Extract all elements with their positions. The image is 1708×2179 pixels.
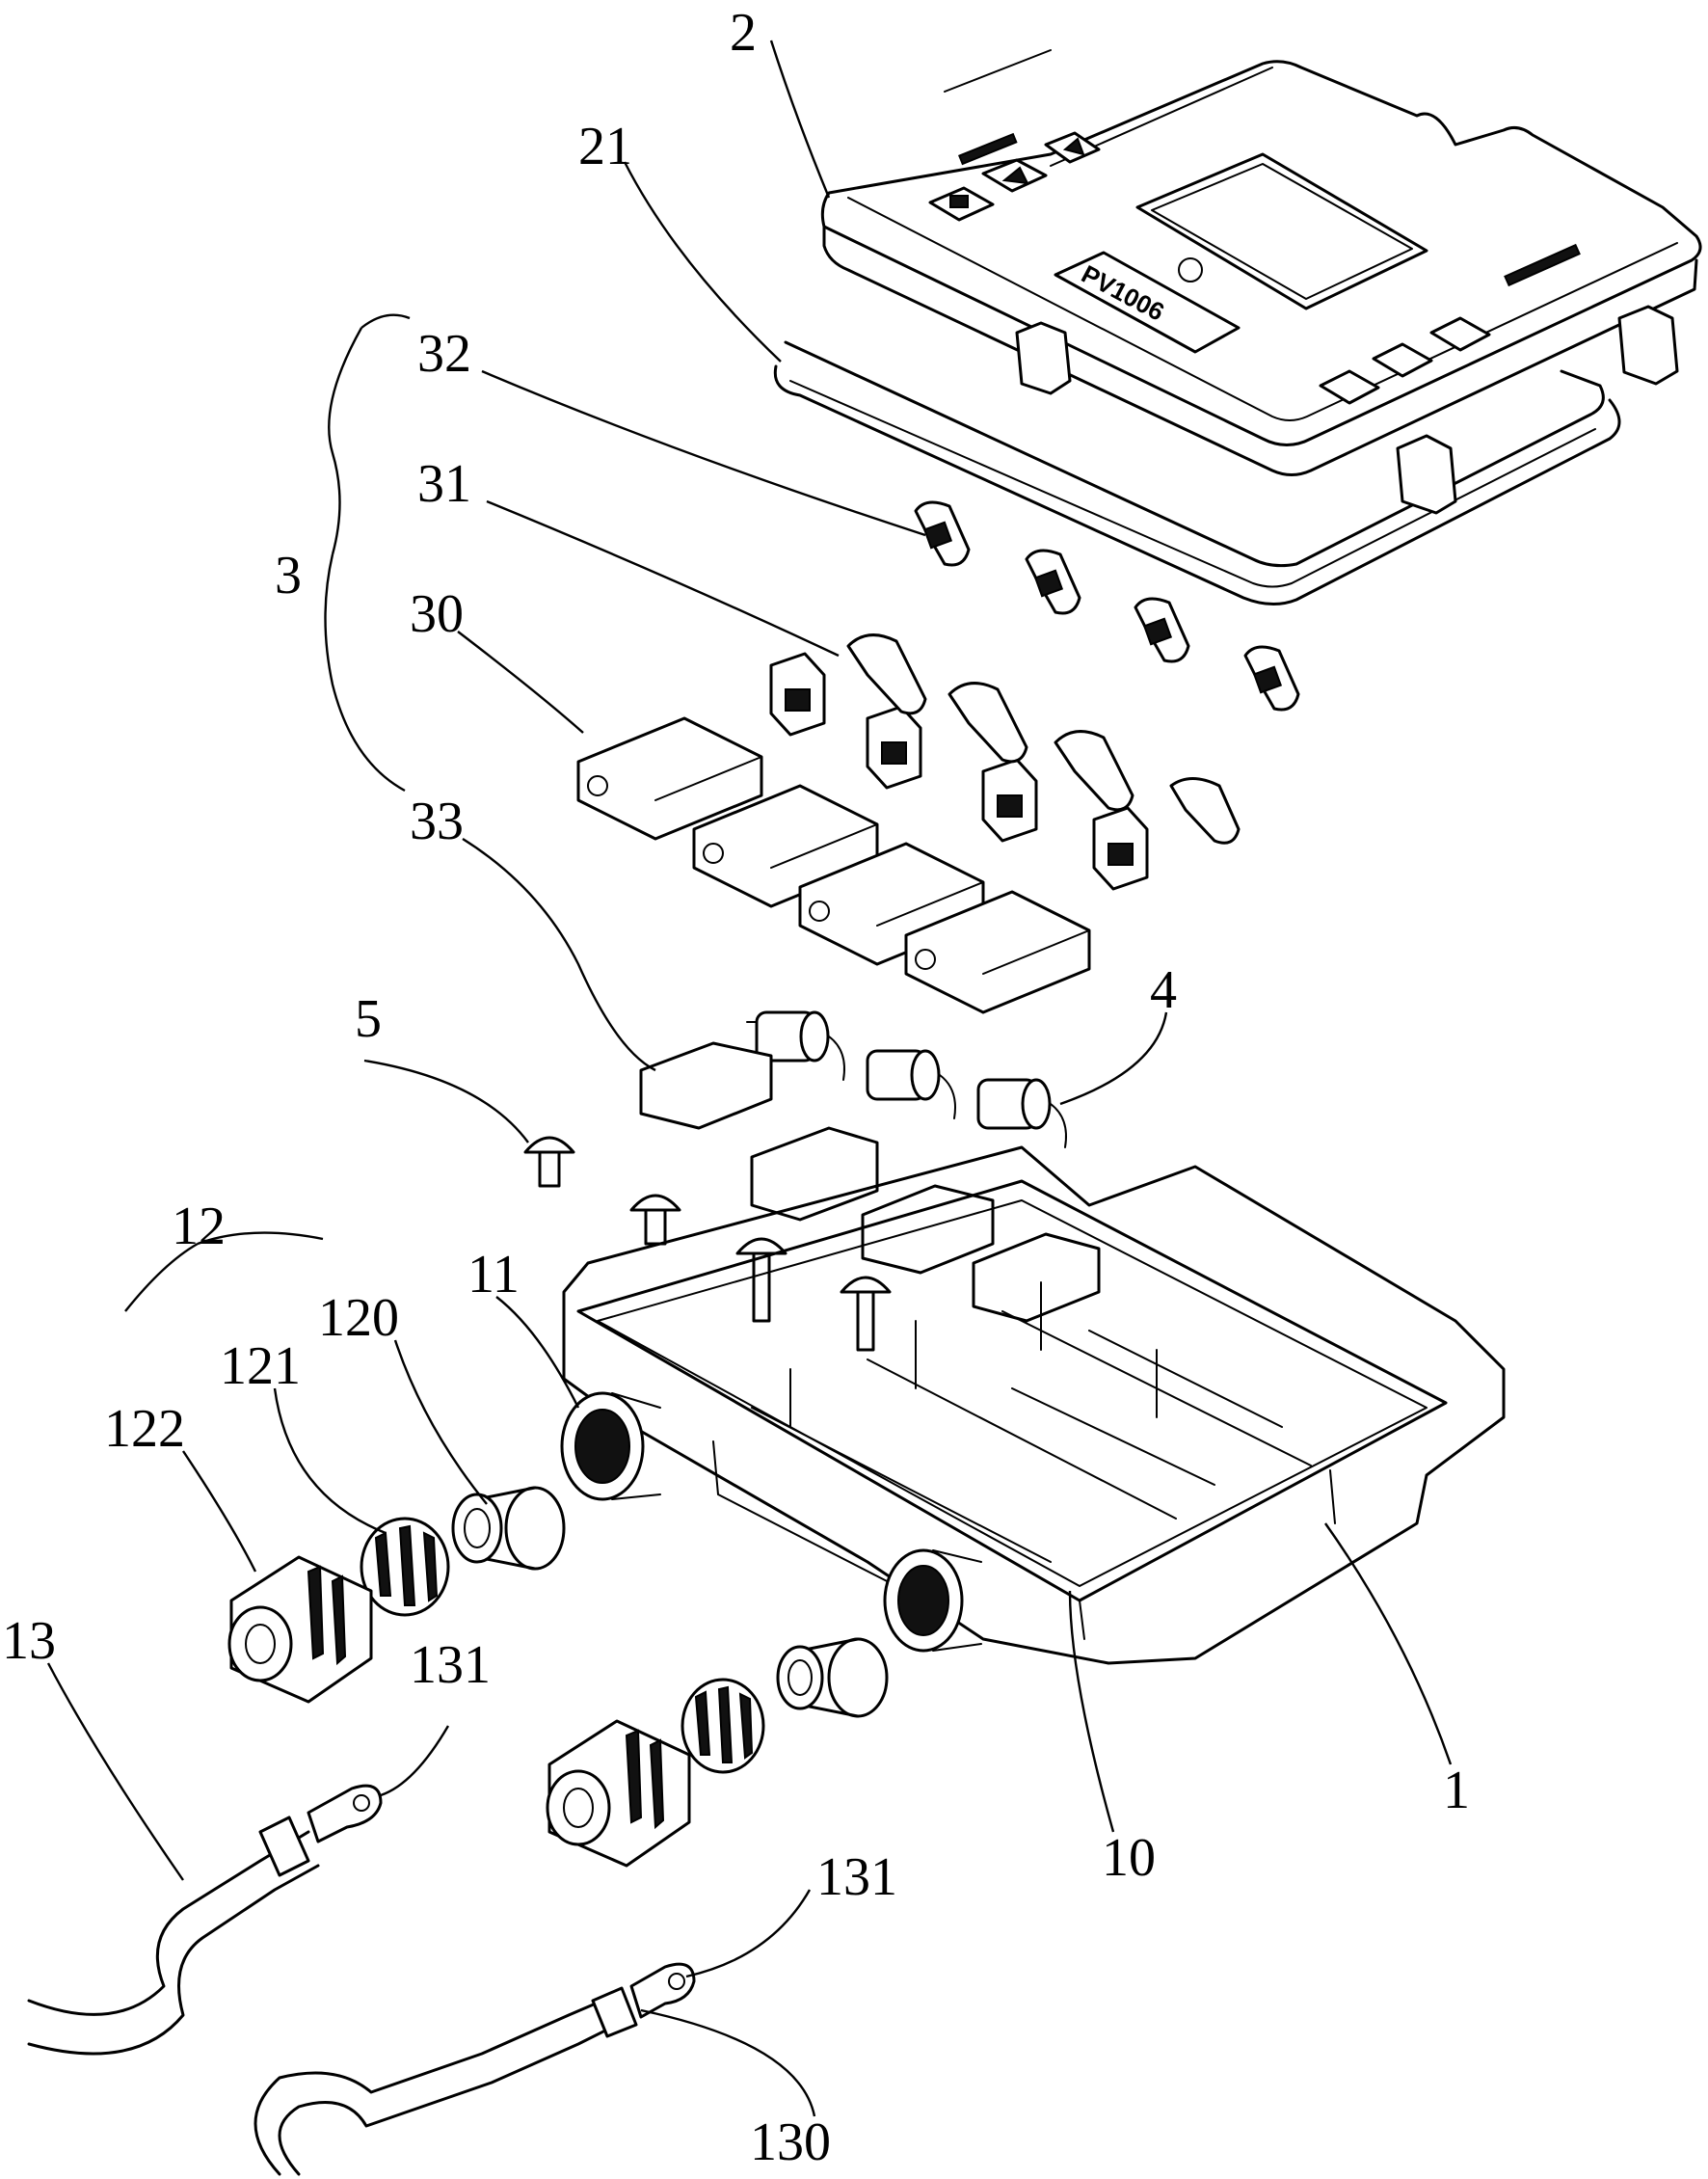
cable-gland-upper bbox=[227, 1486, 566, 1704]
label-outlet-port: 11 bbox=[467, 1245, 520, 1305]
label-gland-nut: 122 bbox=[104, 1399, 185, 1459]
housing bbox=[560, 1145, 1506, 1665]
label-housing-floor: 10 bbox=[1102, 1828, 1156, 1888]
cover: PV1006 bbox=[773, 49, 1702, 605]
label-lug-lower: 131 bbox=[816, 1847, 897, 1907]
label-gland-claw: 121 bbox=[220, 1336, 301, 1396]
diodes bbox=[746, 1010, 1067, 1148]
label-cable: 13 bbox=[2, 1611, 56, 1671]
label-screw: 5 bbox=[355, 989, 382, 1049]
label-cable-core: 130 bbox=[750, 2112, 831, 2172]
label-clip-a: 31 bbox=[417, 454, 471, 514]
label-cover: 2 bbox=[730, 3, 757, 63]
clip-row-32 bbox=[914, 500, 1300, 712]
label-cable-gland: 12 bbox=[172, 1197, 226, 1256]
label-terminal-plate: 30 bbox=[410, 584, 464, 644]
label-terminal-holder: 33 bbox=[410, 792, 464, 851]
reference-labels: 2 21 32 31 3 30 33 4 5 12 11 120 121 122… bbox=[2, 3, 1470, 2172]
label-cover-frame: 21 bbox=[578, 117, 632, 176]
label-lug-upper: 131 bbox=[410, 1635, 491, 1695]
label-housing: 1 bbox=[1443, 1761, 1470, 1820]
label-gland-seal: 120 bbox=[318, 1288, 399, 1348]
label-clip-b: 32 bbox=[417, 324, 471, 384]
terminal-row bbox=[576, 633, 1241, 1014]
screws bbox=[523, 1136, 892, 1352]
cable-lower bbox=[254, 1962, 696, 2176]
label-diode: 4 bbox=[1150, 960, 1177, 1020]
cable-gland-lower bbox=[546, 1637, 889, 1868]
cable-upper bbox=[27, 1784, 383, 2056]
terminal-holders bbox=[639, 1041, 1101, 1323]
label-terminal-assembly: 3 bbox=[275, 546, 302, 605]
leader-lines bbox=[46, 40, 1453, 2117]
